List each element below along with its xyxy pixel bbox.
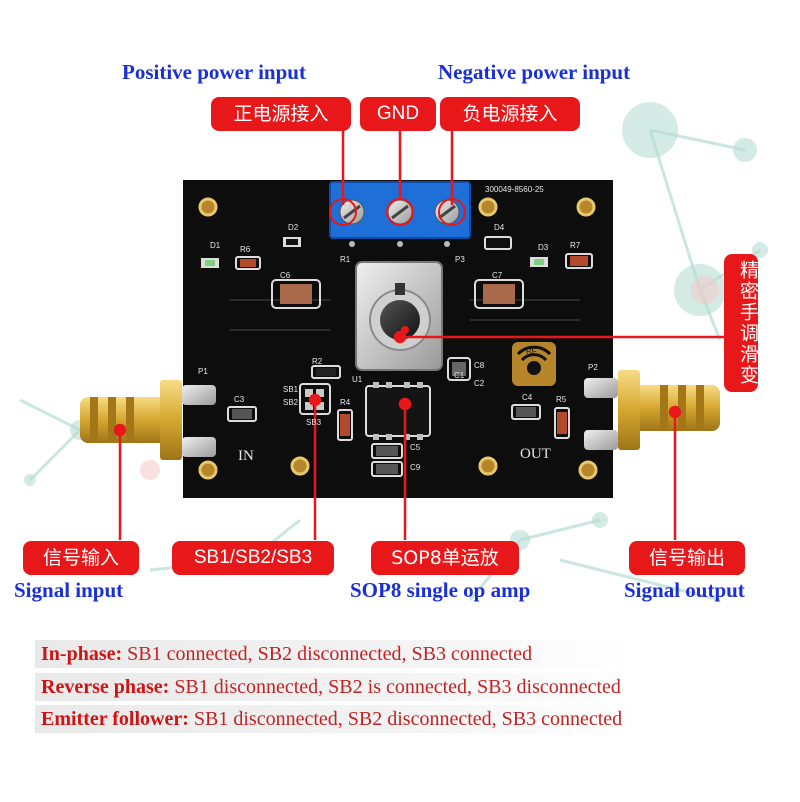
sma-input-connector: [80, 380, 216, 460]
svg-text:SB2: SB2: [283, 398, 299, 407]
positive-power-caption: Positive power input: [122, 60, 306, 84]
svg-text:D4: D4: [494, 223, 505, 232]
solder-bridge-tag: SB1/SB2/SB3: [172, 541, 334, 575]
svg-text:P3: P3: [455, 255, 465, 264]
svg-text:R5: R5: [556, 395, 567, 404]
svg-text:RF: RF: [526, 347, 537, 356]
svg-text:SB1: SB1: [283, 385, 299, 394]
mode-value: SB1 connected, SB2 disconnected, SB3 con…: [127, 643, 533, 665]
svg-text:C4: C4: [522, 393, 533, 402]
svg-text:300049-8560-25: 300049-8560-25: [485, 185, 544, 194]
svg-text:D3: D3: [538, 243, 549, 252]
svg-text:C7: C7: [492, 271, 503, 280]
svg-text:R7: R7: [570, 241, 581, 250]
signal-input-tag: 信号输入: [23, 541, 139, 575]
sop8-chip: [365, 385, 431, 437]
silkscreen-labels: 300049-8560-25 D1 D2 D3 D4 R6 R7 C6 C7 R…: [198, 185, 598, 472]
svg-text:U1: U1: [352, 375, 363, 384]
svg-text:R1: R1: [340, 255, 351, 264]
mode-key: Emitter follower:: [41, 708, 189, 730]
signal-output-tag: 信号输出: [629, 541, 745, 575]
negative-power-caption: Negative power input: [438, 60, 631, 84]
mode-value: SB1 disconnected, SB2 disconnected, SB3 …: [193, 708, 623, 730]
mode-key: In-phase:: [41, 643, 123, 665]
svg-text:C3: C3: [234, 395, 245, 404]
gnd-tag: GND: [360, 97, 436, 131]
svg-text:P1: P1: [198, 367, 208, 376]
svg-text:C2: C2: [474, 379, 485, 388]
svg-text:R4: R4: [340, 398, 351, 407]
out-silkscreen: OUT: [520, 446, 551, 462]
svg-text:D1: D1: [210, 241, 221, 250]
svg-text:D2: D2: [288, 223, 299, 232]
signal-output-caption: Signal output: [624, 578, 745, 602]
svg-text:C8: C8: [474, 361, 485, 370]
sma-output-connector: [584, 370, 720, 450]
signal-input-caption: Signal input: [14, 578, 124, 602]
mode-row-reverse-phase: Reverse phase: SB1 disconnected, SB2 is …: [35, 673, 631, 701]
svg-text:P2: P2: [588, 363, 598, 372]
svg-text:C6: C6: [280, 271, 291, 280]
svg-text:C1: C1: [454, 371, 465, 380]
opamp-tag: SOP8单运放: [371, 541, 519, 575]
svg-text:C5: C5: [410, 443, 421, 452]
precision-pot-tag: 精密手调滑变: [724, 254, 759, 392]
svg-text:R6: R6: [240, 245, 251, 254]
in-silkscreen: IN: [238, 448, 254, 464]
opamp-caption: SOP8 single op amp: [350, 578, 531, 602]
mode-key: Reverse phase:: [41, 676, 170, 698]
svg-text:C9: C9: [410, 463, 421, 472]
negative-power-tag: 负电源接入: [440, 97, 580, 131]
svg-text:SB3: SB3: [306, 418, 322, 427]
mode-value: SB1 disconnected, SB2 is connected, SB3 …: [174, 676, 621, 698]
svg-text:R2: R2: [312, 357, 323, 366]
mode-row-emitter-follower: Emitter follower: SB1 disconnected, SB2 …: [35, 705, 641, 733]
mode-row-in-phase: In-phase: SB1 connected, SB2 disconnecte…: [35, 640, 631, 668]
positive-power-tag: 正电源接入: [211, 97, 351, 131]
